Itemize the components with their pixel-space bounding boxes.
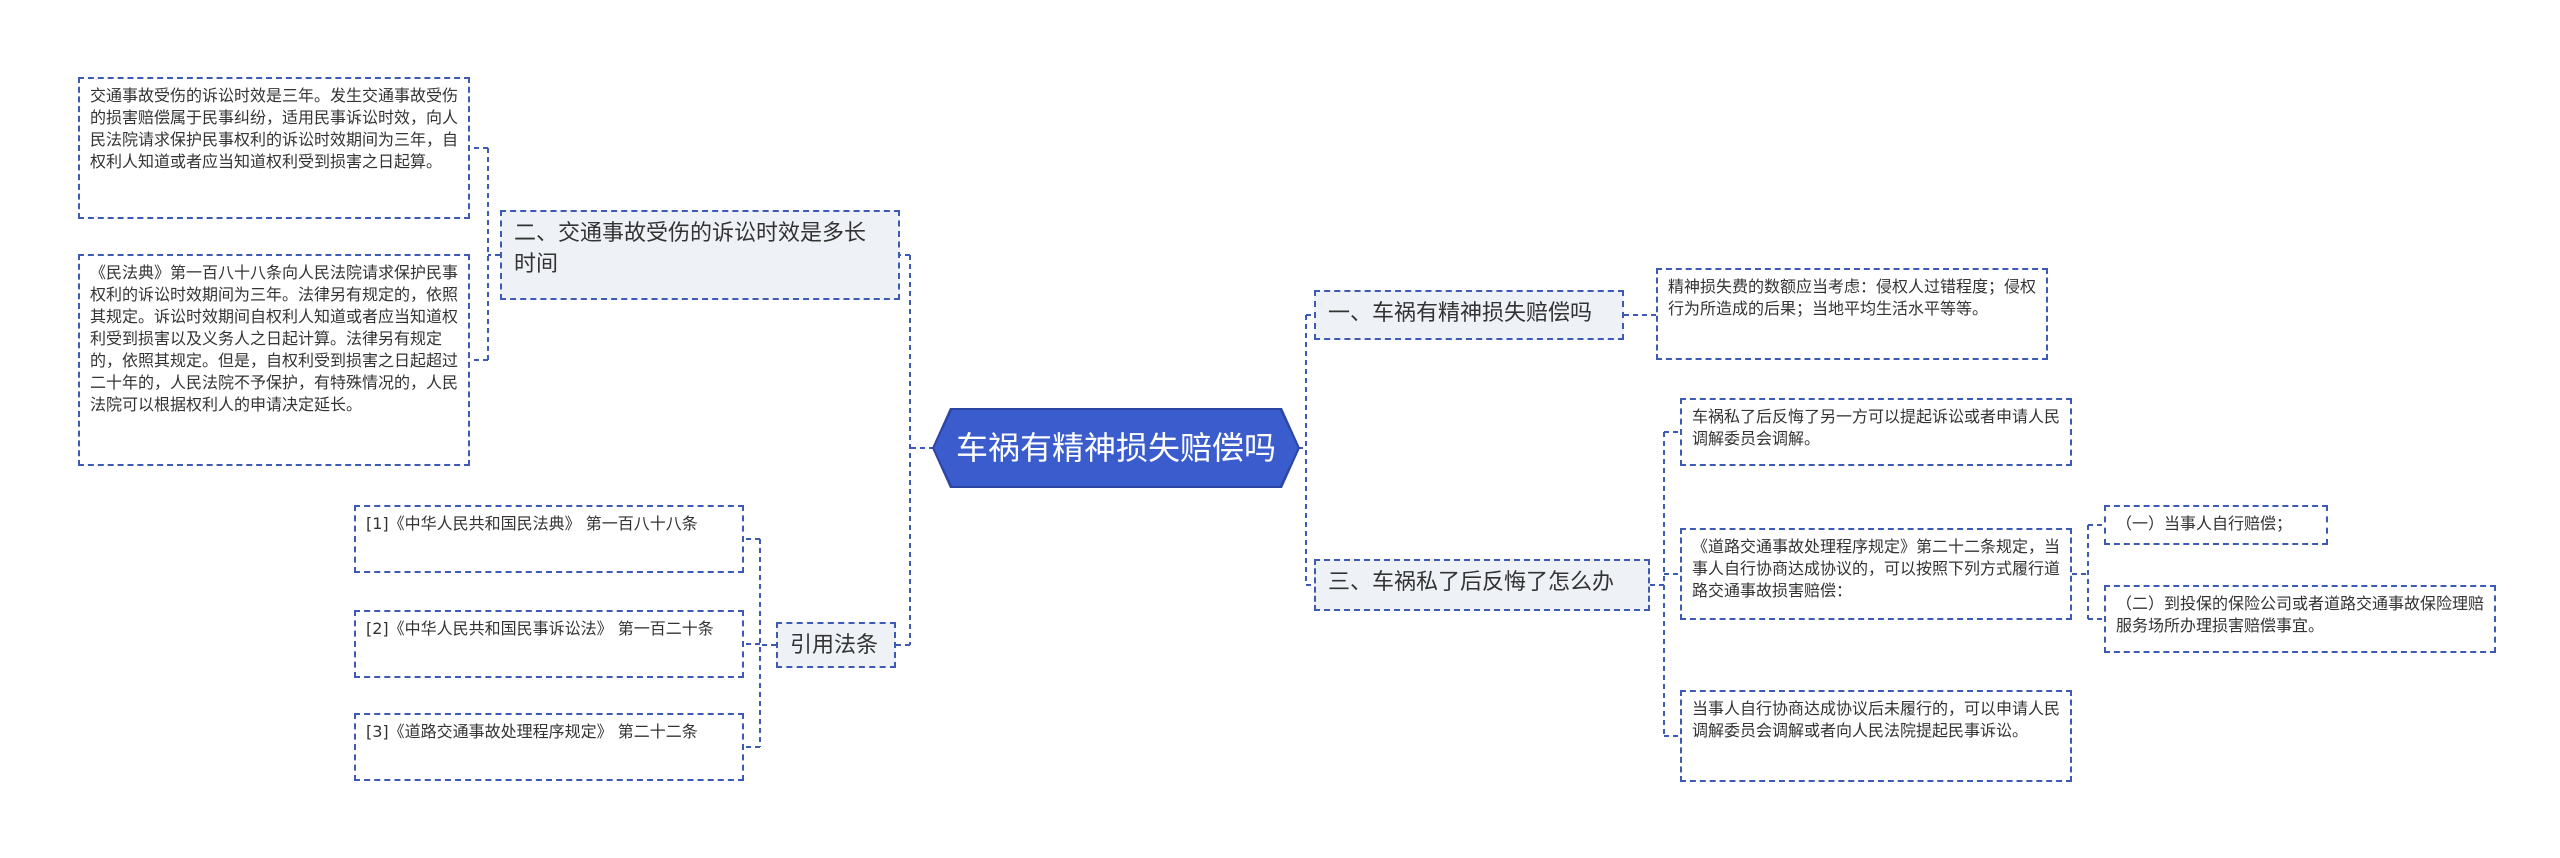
branch-limitation-period[interactable]: 二、交通事故受伤的诉讼时效是多长时间 — [500, 210, 900, 300]
citation-item-3[interactable]: [3]《道路交通事故处理程序规定》 第二十二条 — [354, 713, 744, 781]
leaf-limitation-summary[interactable]: 交通事故受伤的诉讼时效是三年。发生交通事故受伤的损害赔偿属于民事纠纷，适用民事诉… — [78, 77, 470, 219]
leaf-mental-damages-factors[interactable]: 精神损失费的数额应当考虑：侵权人过错程度；侵权行为所造成的后果；当地平均生活水平… — [1656, 268, 2048, 360]
citation-item-1[interactable]: [1]《中华人民共和国民法典》 第一百八十八条 — [354, 505, 744, 573]
subleaf-insurance-claim[interactable]: （二）到投保的保险公司或者道路交通事故保险理赔服务场所办理损害赔偿事宜。 — [2104, 585, 2496, 653]
leaf-regret-litigation[interactable]: 车祸私了后反悔了另一方可以提起诉讼或者申请人民调解委员会调解。 — [1680, 398, 2072, 466]
branch-private-settlement-regret[interactable]: 三、车祸私了后反悔了怎么办 — [1314, 559, 1650, 611]
branch-mental-label: 一、车祸有精神损失赔偿吗 — [1328, 301, 1593, 326]
branch-citations-label: 引用法条 — [790, 633, 879, 658]
leaf-civil-code-article[interactable]: 《民法典》第一百八十八条向人民法院请求保护民事权利的诉讼时效期间为三年。法律另有… — [78, 254, 470, 466]
branch-mental-damages[interactable]: 一、车祸有精神损失赔偿吗 — [1314, 290, 1624, 340]
root-label: 车祸有精神损失赔偿吗 — [955, 429, 1276, 467]
leaf-unfulfilled-agreement[interactable]: 当事人自行协商达成协议后未履行的，可以申请人民调解委员会调解或者向人民法院提起民… — [1680, 690, 2072, 782]
branch-citations[interactable]: 引用法条 — [776, 622, 896, 668]
branch-regret-label: 三、车祸私了后反悔了怎么办 — [1328, 570, 1615, 595]
branch-limitation-label: 二、交通事故受伤的诉讼时效是多长时间 — [514, 221, 867, 277]
root-node[interactable]: 车祸有精神损失赔偿吗 — [934, 410, 1298, 486]
subleaf-self-compensation[interactable]: （一）当事人自行赔偿； — [2104, 505, 2328, 545]
leaf-regulation-article-22[interactable]: 《道路交通事故处理程序规定》第二十二条规定，当事人自行协商达成协议的，可以按照下… — [1680, 528, 2072, 620]
citation-item-2[interactable]: [2]《中华人民共和国民事诉讼法》 第一百二十条 — [354, 610, 744, 678]
